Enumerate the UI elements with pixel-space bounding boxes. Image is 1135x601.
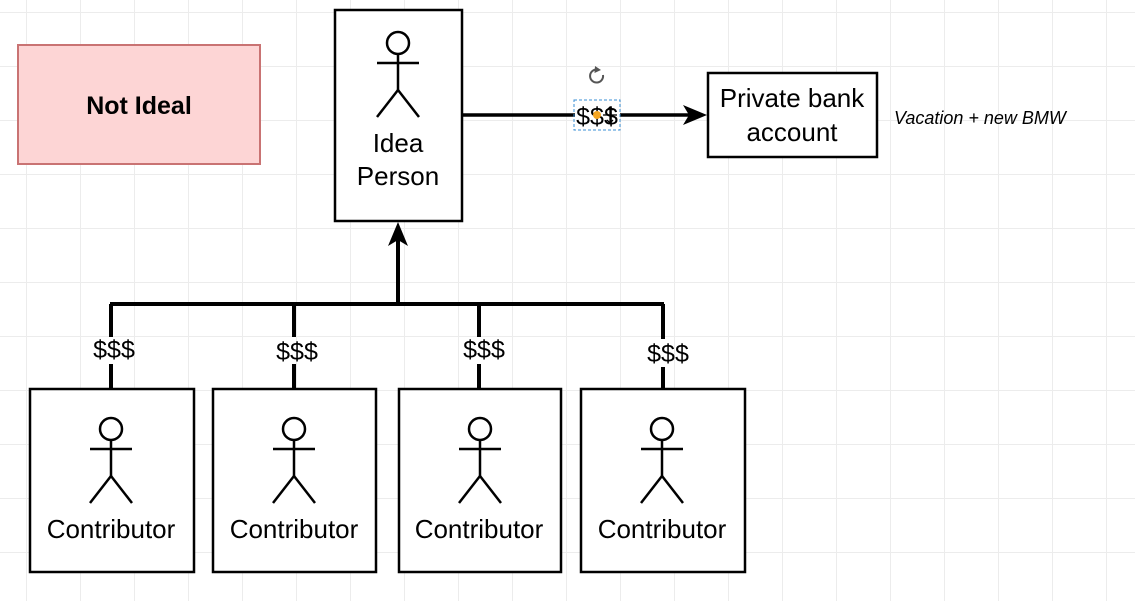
contributor-4-money: $$$ [647, 340, 689, 368]
contributor-label: Contributor [598, 514, 727, 544]
not-ideal-label: Not Ideal [86, 92, 192, 120]
bank-label-line1: Private bank [720, 83, 866, 113]
connector-tree[interactable] [109, 240, 665, 389]
idea-person-label-line2: Person [357, 161, 439, 191]
contributor-label: Contributor [47, 514, 176, 544]
contributor-1-money: $$$ [93, 336, 135, 364]
contributor-box[interactable] [579, 387, 747, 574]
idea-person-box[interactable] [333, 8, 464, 223]
contributor-label: Contributor [415, 514, 544, 544]
bank-note: Vacation + new BMW [894, 108, 1068, 128]
rotate-icon[interactable] [589, 66, 605, 84]
contributor-3-money: $$$ [463, 336, 505, 364]
idea-person-label-line1: Idea [373, 128, 424, 158]
selection-outline [573, 99, 621, 131]
bank-label-line2: account [746, 117, 838, 147]
move-icon[interactable] [603, 106, 617, 124]
private-bank-account-box[interactable] [706, 71, 879, 159]
not-ideal-callout[interactable] [17, 44, 261, 165]
contributor-box[interactable] [211, 387, 378, 574]
contributor-box[interactable] [28, 387, 196, 574]
contributor-2-money: $$$ [276, 338, 318, 366]
contributor-label: Contributor [230, 514, 359, 544]
idea-person-arrowhead [388, 222, 408, 246]
contributor-box[interactable] [397, 387, 563, 574]
payment-arrowhead [683, 105, 707, 125]
selection-handle[interactable] [593, 111, 601, 119]
